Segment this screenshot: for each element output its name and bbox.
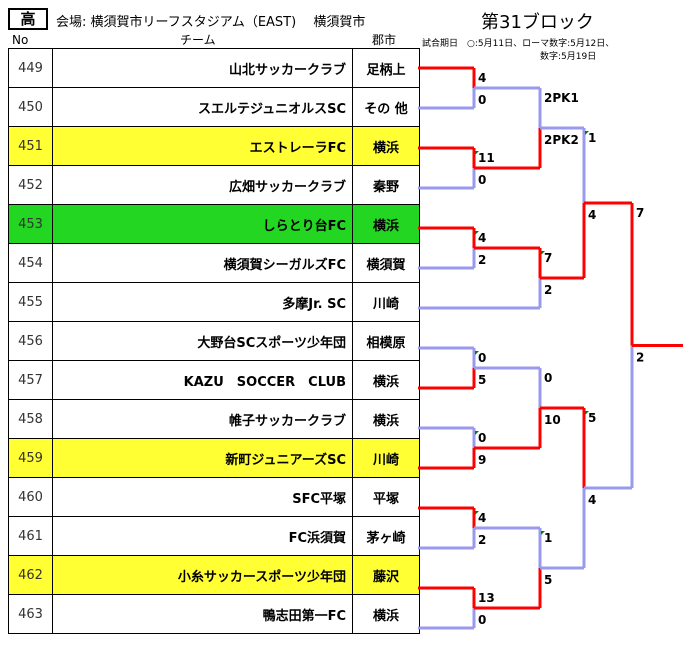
team-number: 463 (8, 594, 53, 634)
bracket-score-top: 4 (478, 71, 486, 85)
bracket-score-bottom: 2 (478, 533, 486, 547)
bracket-score-bottom: 5 (478, 373, 486, 387)
match-dates-line1: 試合期日 ○:5月11日、ローマ数字:5月12日、 (422, 39, 615, 49)
category-badge: 高 (8, 8, 48, 30)
bracket-score-bottom: 9 (478, 453, 486, 467)
team-number: 460 (8, 477, 53, 517)
bracket-score-bottom: 0 (478, 93, 486, 107)
bracket-score-bottom: 5 (544, 573, 552, 587)
bracket-score-top: 2PK1 (544, 91, 579, 105)
bracket-score-top: 0 (544, 371, 552, 385)
match-dates: 試合期日 ○:5月11日、ローマ数字:5月12日、 数字:5月19日 (422, 38, 614, 64)
team-city: 横浜 (352, 126, 420, 166)
bracket-score-bottom: 2 (478, 253, 486, 267)
team-name: FC浜須賀 (52, 516, 353, 556)
marker-icon (475, 351, 479, 355)
bracket-score-top: 13 (478, 591, 495, 605)
bracket-score-bottom: 2 (636, 351, 644, 365)
column-header-no: No (12, 33, 29, 47)
team-number: 449 (8, 48, 53, 88)
team-name: 鴨志田第一FC (52, 594, 353, 634)
marker-icon (585, 131, 589, 135)
team-city: 横浜 (352, 360, 420, 400)
bracket-score-bottom: 4 (588, 493, 596, 507)
marker-icon (585, 411, 589, 415)
team-name: しらとり台FC (52, 204, 353, 244)
block-title: 第31ブロック (481, 12, 594, 33)
marker-icon (475, 151, 479, 155)
marker-icon (541, 251, 545, 255)
team-city: 茅ヶ崎 (352, 516, 420, 556)
team-name: スエルテジュニオルスSC (52, 87, 353, 127)
team-name: 山北サッカークラブ (52, 48, 353, 88)
bracket-score-top: 0 (478, 431, 486, 445)
bracket-score-bottom: 0 (478, 613, 486, 627)
team-name: エストレーラFC (52, 126, 353, 166)
column-header-city: 郡市 (372, 33, 397, 47)
team-number: 462 (8, 555, 53, 595)
team-number: 457 (8, 360, 53, 400)
team-name: 帷子サッカークラブ (52, 399, 353, 439)
team-city: 横浜 (352, 399, 420, 439)
team-city: その 他 (352, 87, 420, 127)
bracket-score-top: 11 (478, 151, 495, 165)
team-name: 横須賀シーガルズFC (52, 243, 353, 283)
bracket-score-top: 4 (478, 231, 486, 245)
marker-icon (541, 531, 545, 535)
team-city: 相模原 (352, 321, 420, 361)
team-name: SFC平塚 (52, 477, 353, 517)
team-city: 平塚 (352, 477, 420, 517)
match-dates-line2: 数字:5月19日 (540, 52, 597, 62)
team-city: 横浜 (352, 204, 420, 244)
marker-icon (475, 511, 479, 515)
bracket-score-top: 7 (544, 251, 552, 265)
team-number: 453 (8, 204, 53, 244)
team-city: 秦野 (352, 165, 420, 205)
team-number: 458 (8, 399, 53, 439)
bracket-score-top: 0 (478, 351, 486, 365)
team-number: 451 (8, 126, 53, 166)
team-city: 横浜 (352, 594, 420, 634)
marker-icon (475, 231, 479, 235)
bracket-score-top: 5 (588, 411, 596, 425)
team-number: 452 (8, 165, 53, 205)
bracket-score-bottom: 4 (588, 208, 596, 222)
bracket-score-bottom: 2 (544, 283, 552, 297)
venue-title: 会場: 横須賀市リーフスタジアム（EAST) 横須賀市 (56, 15, 366, 30)
column-header-team: チーム (180, 33, 216, 47)
team-city: 藤沢 (352, 555, 420, 595)
team-city: 川崎 (352, 438, 420, 478)
bracket-score-top: 1 (588, 131, 596, 145)
bracket-score-bottom: 2PK2 (544, 133, 579, 147)
bracket-score-top: 1 (544, 531, 552, 545)
bracket-score-top: 7 (636, 206, 644, 220)
bracket-score-bottom: 10 (544, 413, 561, 427)
team-number: 459 (8, 438, 53, 478)
team-name: KAZU SOCCER CLUB (52, 360, 353, 400)
bracket-score-top: 4 (478, 511, 486, 525)
team-name: 多摩Jr. SC (52, 282, 353, 322)
marker-icon (475, 431, 479, 435)
team-number: 461 (8, 516, 53, 556)
bracket-score-bottom: 0 (478, 173, 486, 187)
